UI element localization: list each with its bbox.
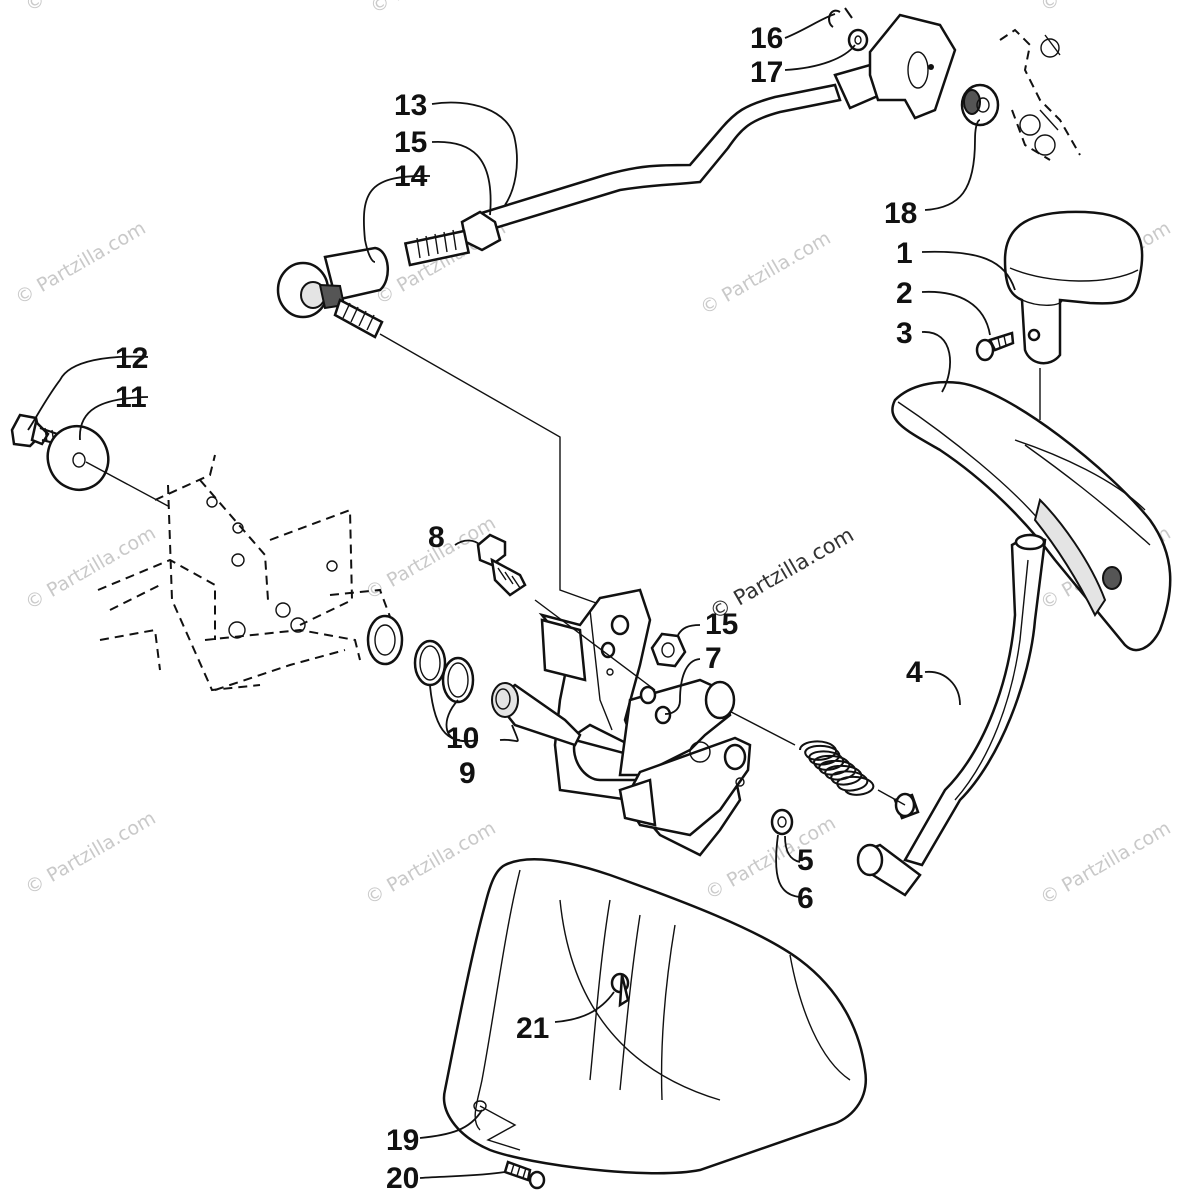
o-rings-10 bbox=[413, 639, 475, 704]
knob-1 bbox=[1003, 210, 1144, 365]
watermark: © Partzilla.com bbox=[12, 217, 150, 309]
callout-12: 12 bbox=[115, 342, 148, 375]
bushing-18 bbox=[960, 83, 1000, 127]
callout-19: 19 bbox=[386, 1124, 419, 1157]
screw-20 bbox=[503, 1160, 546, 1190]
callout-14: 14 bbox=[394, 160, 428, 193]
leader-lines bbox=[27, 13, 1016, 1179]
callout-2: 2 bbox=[896, 277, 913, 310]
bolt-12-washer-11 bbox=[10, 413, 169, 507]
transmission-linkage bbox=[999, 28, 1081, 161]
pedal-3 bbox=[891, 368, 1172, 652]
fitting-8 bbox=[476, 533, 527, 597]
frame-mount bbox=[97, 454, 404, 692]
callout-labels: 1 2 3 4 5 6 7 8 9 10 11 12 13 14 15 15 1… bbox=[115, 22, 923, 1195]
callout-15-bracket: 15 bbox=[705, 608, 738, 641]
watermark: © Partzilla.com bbox=[1037, 817, 1175, 909]
shifter-bracket bbox=[538, 588, 752, 857]
callout-13: 13 bbox=[394, 89, 427, 122]
watermark: © Partzilla.com bbox=[22, 522, 160, 614]
callout-3: 3 bbox=[896, 317, 913, 350]
screw-2 bbox=[975, 331, 1015, 362]
callout-15: 15 bbox=[394, 126, 427, 159]
callout-16: 16 bbox=[750, 22, 783, 55]
clip-16-washer-17 bbox=[828, 7, 869, 52]
lever-arm-4 bbox=[856, 533, 1047, 897]
callout-18: 18 bbox=[884, 197, 917, 230]
washer-7 bbox=[534, 599, 672, 725]
callout-5: 5 bbox=[797, 844, 814, 877]
callout-21: 21 bbox=[516, 1012, 549, 1045]
callout-1: 1 bbox=[896, 237, 913, 270]
callout-10: 10 bbox=[446, 722, 479, 755]
callout-7: 7 bbox=[705, 642, 722, 675]
washer-5 bbox=[770, 808, 794, 836]
nut-15-bracket bbox=[650, 632, 687, 668]
callout-9: 9 bbox=[459, 757, 476, 790]
callout-17: 17 bbox=[750, 56, 783, 89]
callout-11: 11 bbox=[115, 381, 147, 414]
callout-4: 4 bbox=[906, 656, 923, 689]
callout-6: 6 bbox=[797, 882, 814, 915]
watermark: © Partzilla.com bbox=[362, 817, 500, 909]
watermark: © Partzilla.com bbox=[697, 227, 835, 319]
watermark: © Partzilla.com bbox=[22, 0, 160, 16]
callout-8: 8 bbox=[428, 521, 445, 554]
watermark: © Partzilla.com bbox=[1037, 0, 1175, 16]
watermark: © Partzilla.com bbox=[367, 0, 505, 18]
boot-cover bbox=[442, 858, 868, 1175]
shift-rod bbox=[276, 13, 957, 609]
callout-20: 20 bbox=[386, 1162, 419, 1195]
watermark: © Partzilla.com bbox=[22, 807, 160, 899]
shaft-9 bbox=[491, 682, 582, 747]
